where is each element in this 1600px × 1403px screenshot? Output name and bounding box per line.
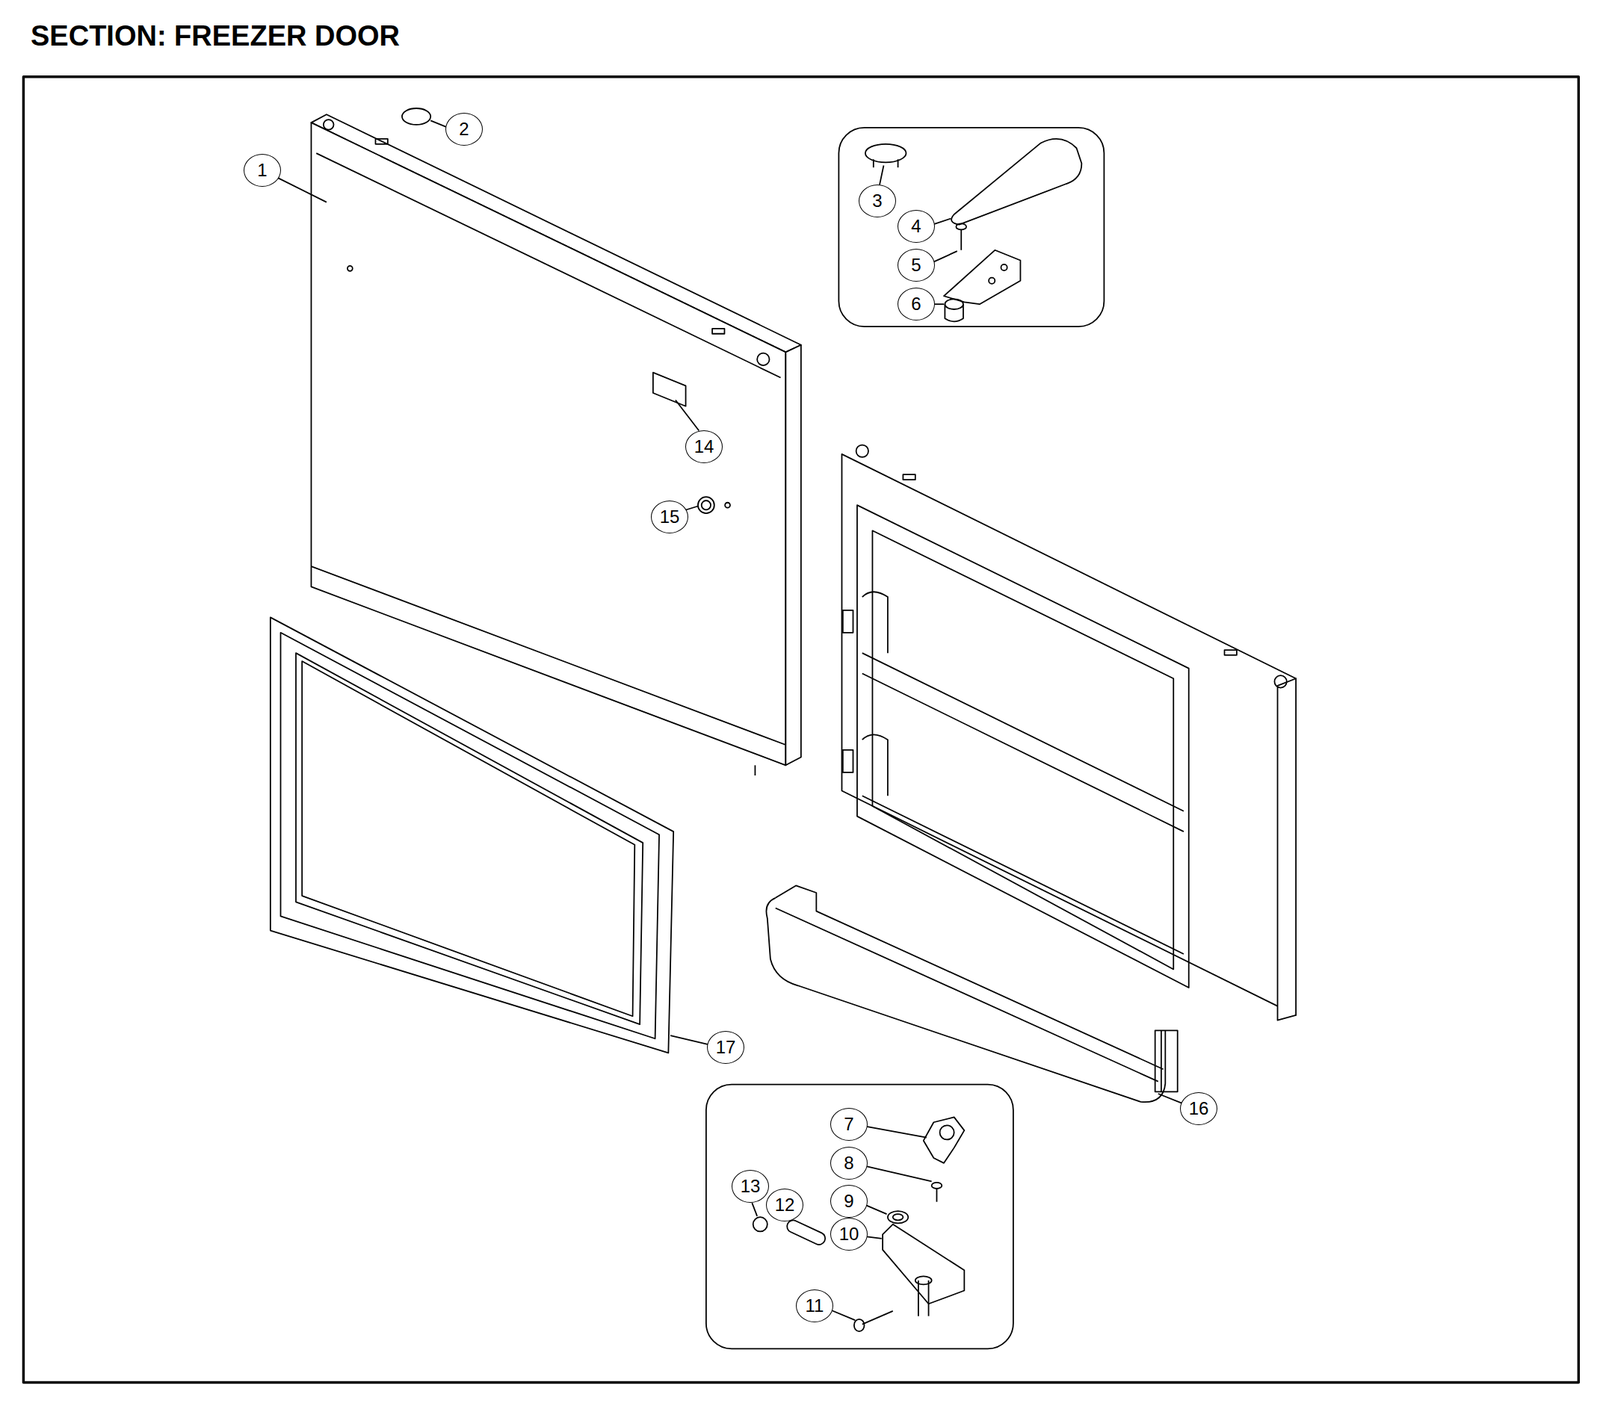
gasket [270,617,674,1053]
callout-number: 10 [830,1218,868,1252]
callout-number: 6 [897,287,935,321]
callout-number: 5 [897,248,935,282]
leader-lines [277,120,1184,1321]
door-panel [310,108,801,776]
door-bin [765,885,1178,1103]
callout-number: 1 [243,153,281,187]
callout-number: 7 [830,1108,868,1142]
label-plate [653,372,687,407]
callout-number: 4 [897,209,935,243]
callout-number: 2 [445,112,483,146]
callout-number: 13 [731,1170,769,1204]
callout-number: 11 [795,1289,834,1323]
bottom-hinge-inset [706,1085,1014,1350]
callout-number: 3 [858,184,897,218]
callout-number: 9 [830,1185,868,1219]
callout-number: 12 [765,1188,804,1222]
top-hinge-inset [838,127,1104,327]
plug [402,108,431,125]
callout-number: 16 [1180,1092,1218,1126]
callout-number: 14 [685,430,723,464]
callout-number: 8 [830,1147,868,1181]
ring [697,496,715,514]
section-title: SECTION: FREEZER DOOR [30,20,400,53]
door-liner [841,445,1296,1021]
frame [23,76,1579,1384]
callout-number: 15 [650,500,689,534]
callout-number: 17 [706,1031,745,1065]
